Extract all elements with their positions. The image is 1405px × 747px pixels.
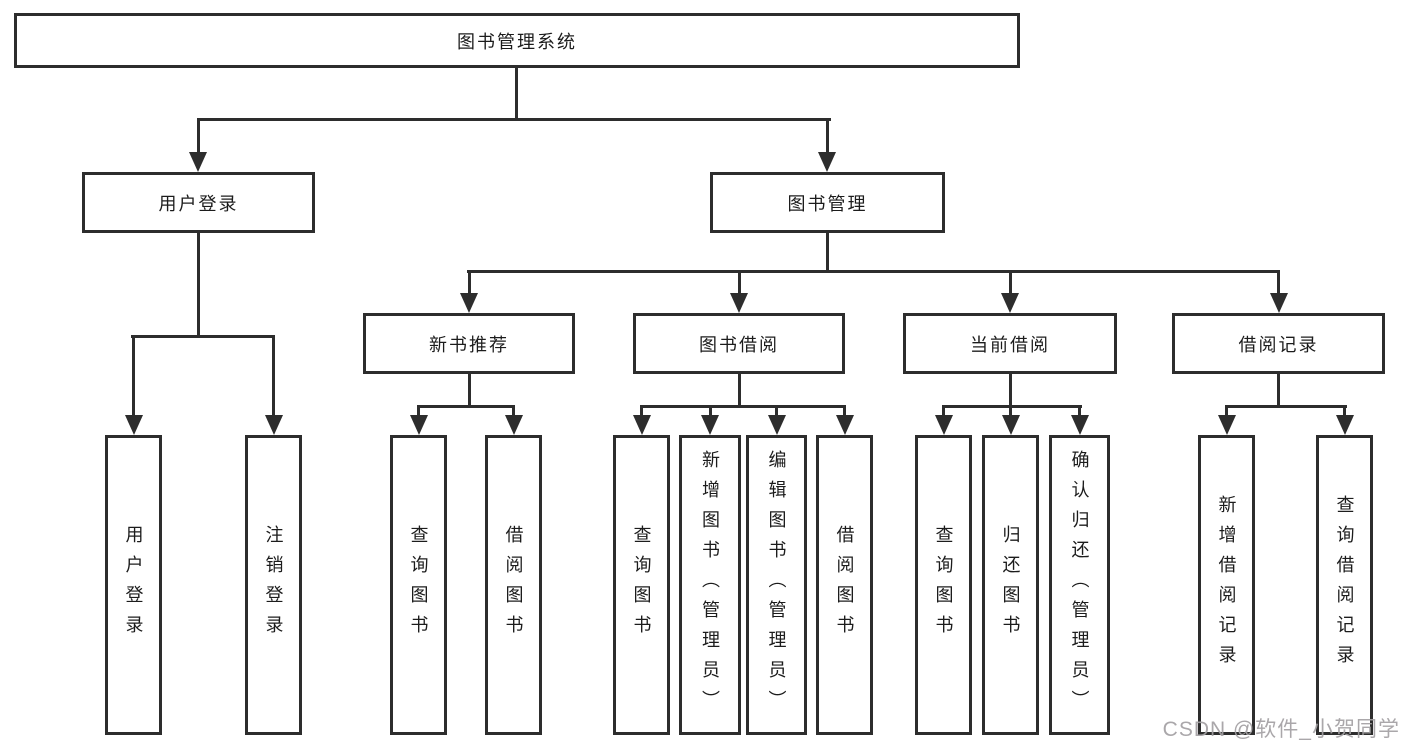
- connector-bookmgmt-stem: [826, 233, 829, 270]
- connector-root-hbar: [197, 118, 831, 121]
- node-borrow-record-label: 借阅记录: [1238, 334, 1319, 355]
- leaf-return-book: 归还图书: [982, 435, 1039, 735]
- leaf-borrow-book-2: 借阅图书: [816, 435, 873, 735]
- connector-borrowrecord-drop-1: [1225, 405, 1228, 415]
- connector-newbook-drop-2: [512, 405, 515, 415]
- leaf-query-borrow-record: 查询借阅记录: [1316, 435, 1373, 735]
- leaf-query-book-2-label: 查询图书: [631, 525, 652, 645]
- arrowhead-new-book-recommend: [460, 293, 478, 313]
- connector-bookborrow-drop-4: [843, 405, 846, 415]
- connector-borrowrecord-hbar: [1225, 405, 1347, 408]
- leaf-query-borrow-record-label: 查询借阅记录: [1334, 495, 1355, 675]
- connector-borrowrecord-stem: [1277, 374, 1280, 405]
- node-current-borrow: 当前借阅: [903, 313, 1117, 374]
- leaf-borrow-book-2-label: 借阅图书: [834, 525, 855, 645]
- connector-borrowrecord-drop-2: [1343, 405, 1346, 415]
- node-user-login: 用户登录: [82, 172, 315, 233]
- leaf-logout: 注销登录: [245, 435, 302, 735]
- arrowhead-query-borrow-record: [1336, 415, 1354, 435]
- node-book-management-label: 图书管理: [787, 193, 868, 214]
- arrowhead-current-borrow: [1001, 293, 1019, 313]
- leaf-confirm-return-admin-label: 确认归还（管理员）: [1069, 450, 1090, 720]
- connector-bookmgmt-drop-3: [1009, 270, 1012, 293]
- leaf-edit-book-admin: 编辑图书（管理员）: [746, 435, 807, 735]
- connector-bookborrow-hbar: [640, 405, 846, 408]
- connector-userlogin-drop-1: [132, 335, 135, 415]
- node-book-management: 图书管理: [710, 172, 945, 233]
- leaf-query-book-3: 查询图书: [915, 435, 972, 735]
- leaf-query-book-1-label: 查询图书: [408, 525, 429, 645]
- connector-root-drop-right: [826, 118, 829, 152]
- arrowhead-user-login: [189, 152, 207, 172]
- arrowhead-book-management: [818, 152, 836, 172]
- node-root-label: 图书管理系统: [457, 31, 577, 52]
- connector-bookborrow-drop-1: [640, 405, 643, 415]
- connector-newbook-drop-1: [417, 405, 420, 415]
- leaf-add-borrow-record: 新增借阅记录: [1198, 435, 1255, 735]
- leaf-logout-label: 注销登录: [263, 525, 284, 645]
- arrowhead-query-book-2: [633, 415, 651, 435]
- leaf-edit-book-admin-label: 编辑图书（管理员）: [766, 450, 787, 720]
- leaf-add-book-admin-label: 新增图书（管理员）: [700, 450, 720, 720]
- connector-bookborrow-stem: [738, 374, 741, 405]
- arrowhead-add-borrow-record: [1218, 415, 1236, 435]
- arrowhead-confirm-return-admin: [1071, 415, 1089, 435]
- arrowhead-leaf-user-login: [125, 415, 143, 435]
- connector-newbook-hbar: [417, 405, 515, 408]
- leaf-add-borrow-record-label: 新增借阅记录: [1216, 495, 1237, 675]
- connector-currentborrow-drop-3: [1078, 405, 1081, 415]
- arrowhead-add-book-admin: [701, 415, 719, 435]
- node-book-borrow-label: 图书借阅: [699, 334, 779, 355]
- csdn-watermark: CSDN @软件_小贺同学: [1162, 718, 1400, 741]
- connector-bookmgmt-drop-2: [738, 270, 741, 293]
- leaf-query-book-1: 查询图书: [390, 435, 447, 735]
- arrowhead-borrow-book-1: [505, 415, 523, 435]
- leaf-borrow-book-1-label: 借阅图书: [503, 525, 524, 645]
- connector-currentborrow-hbar: [942, 405, 1082, 408]
- leaf-user-login-label: 用户登录: [123, 525, 144, 645]
- connector-newbook-stem: [468, 374, 471, 405]
- connector-bookmgmt-drop-1: [468, 270, 471, 293]
- node-borrow-record: 借阅记录: [1172, 313, 1385, 374]
- node-user-login-label: 用户登录: [158, 193, 239, 214]
- node-new-book-recommend-label: 新书推荐: [429, 334, 509, 355]
- connector-bookmgmt-hbar: [467, 270, 1280, 273]
- connector-currentborrow-drop-2: [1009, 405, 1012, 415]
- leaf-add-book-admin: 新增图书（管理员）: [679, 435, 741, 735]
- arrowhead-borrow-record: [1270, 293, 1288, 313]
- leaf-user-login: 用户登录: [105, 435, 162, 735]
- arrowhead-return-book: [1002, 415, 1020, 435]
- connector-userlogin-drop-2: [272, 335, 275, 415]
- connector-root-drop-left: [197, 118, 200, 152]
- arrowhead-leaf-logout: [265, 415, 283, 435]
- leaf-borrow-book-1: 借阅图书: [485, 435, 542, 735]
- node-new-book-recommend: 新书推荐: [363, 313, 575, 374]
- node-root: 图书管理系统: [14, 13, 1020, 68]
- arrowhead-query-book-3: [935, 415, 953, 435]
- connector-currentborrow-stem: [1009, 374, 1012, 405]
- connector-currentborrow-drop-1: [942, 405, 945, 415]
- connector-bookborrow-drop-2: [709, 405, 712, 415]
- connector-root-stem: [515, 68, 518, 118]
- connector-userlogin-hbar: [131, 335, 275, 338]
- arrowhead-edit-book-admin: [768, 415, 786, 435]
- node-current-borrow-label: 当前借阅: [970, 334, 1050, 355]
- node-book-borrow: 图书借阅: [633, 313, 845, 374]
- connector-bookborrow-drop-3: [775, 405, 778, 415]
- arrowhead-query-book-1: [410, 415, 428, 435]
- arrowhead-book-borrow: [730, 293, 748, 313]
- arrowhead-borrow-book-2: [836, 415, 854, 435]
- leaf-query-book-3-label: 查询图书: [933, 525, 954, 645]
- connector-bookmgmt-drop-4: [1277, 270, 1280, 293]
- leaf-query-book-2: 查询图书: [613, 435, 670, 735]
- leaf-confirm-return-admin: 确认归还（管理员）: [1049, 435, 1110, 735]
- connector-userlogin-stem: [197, 233, 200, 335]
- leaf-return-book-label: 归还图书: [1000, 525, 1021, 645]
